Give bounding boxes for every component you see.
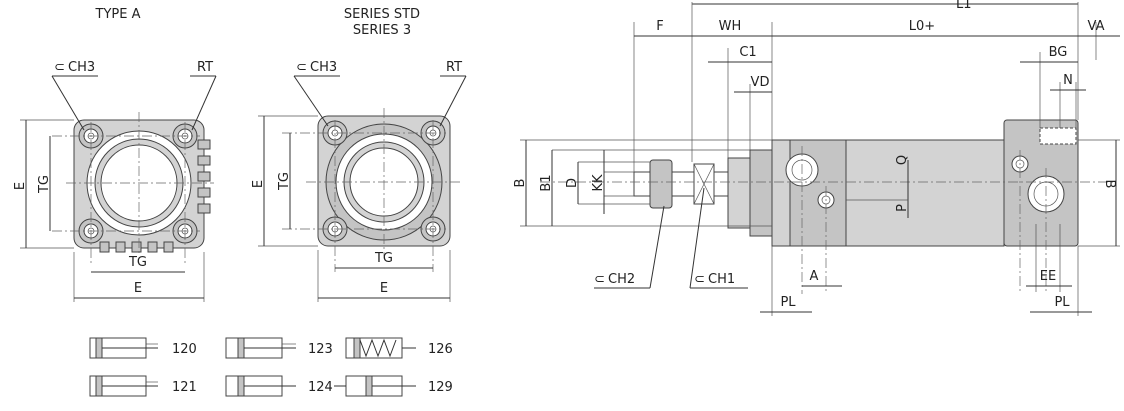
series-std-ch3-label: ⊂	[296, 60, 307, 75]
model-121-code: 121	[172, 380, 197, 395]
model-123-code: 123	[308, 342, 333, 357]
series-std-tg-vertical: TG	[277, 172, 292, 191]
dim-b1: B1	[539, 174, 554, 191]
model-126-code: 126	[428, 342, 453, 357]
dim-q: Q	[895, 155, 910, 165]
model-129-code: 129	[428, 380, 453, 395]
series-std-title: SERIES STD	[344, 7, 420, 22]
dim-b-right: B	[1102, 180, 1117, 189]
dim-d: D	[565, 178, 580, 188]
model-120-code: 120	[172, 342, 197, 357]
series-std-e-horizontal: E	[380, 281, 388, 296]
type-a-view: TYPE A	[13, 7, 217, 302]
dim-l1: L1	[956, 0, 972, 12]
rear-thread	[1039, 127, 1077, 145]
dim-va: VA	[1088, 19, 1105, 34]
dim-f: F	[656, 19, 663, 34]
type-a-fins	[99, 139, 211, 253]
dim-lo: L0+	[909, 19, 935, 34]
dim-n: N	[1063, 73, 1073, 88]
dim-pl-right: PL	[1054, 295, 1070, 310]
dim-ch2: CH2	[608, 272, 635, 287]
front-flange	[749, 149, 773, 237]
type-a-tg-vertical: TG	[37, 175, 52, 194]
model-120: 120	[89, 337, 197, 359]
dim-pl-left: PL	[780, 295, 796, 310]
dim-bg: BG	[1049, 45, 1068, 60]
series-std-e-vertical: E	[251, 180, 266, 188]
model-121: 121	[89, 375, 197, 397]
series-std-tg-horizontal: TG	[374, 251, 393, 266]
dim-ee: EE	[1040, 269, 1056, 284]
dim-p: P	[895, 204, 910, 212]
model-123: 123	[225, 337, 333, 359]
model-124-code: 124	[308, 380, 333, 395]
rod-nut	[649, 159, 673, 209]
type-a-ch3-text: CH3	[68, 60, 95, 75]
series-std-ch3-text: CH3	[310, 60, 337, 75]
type-a-tg-horizontal: TG	[128, 255, 147, 270]
model-129: 129	[334, 375, 453, 397]
dim-b-left: B	[513, 179, 528, 188]
model-124: 124	[225, 375, 333, 397]
nose	[727, 157, 751, 229]
type-a-rt-label: RT	[197, 60, 213, 75]
dim-wh: WH	[719, 19, 742, 34]
type-a-e-vertical: E	[13, 182, 28, 190]
series-std-rt-label: RT	[446, 60, 462, 75]
type-a-ch3-label: ⊂	[54, 60, 65, 75]
dim-c1: C1	[739, 45, 756, 60]
series-std-view: SERIES STD SERIES 3 ⊂ CH3 RT E TG	[251, 7, 467, 302]
ch2-symbol: ⊂	[594, 272, 605, 287]
series-3-title: SERIES 3	[353, 23, 411, 38]
dim-a: A	[810, 269, 819, 284]
dim-ch1: CH1	[708, 272, 735, 287]
ch1-symbol: ⊂	[694, 272, 705, 287]
dim-vd: VD	[751, 75, 770, 90]
dim-kk: KK	[591, 174, 606, 192]
side-view: L1 F WH L0+ VA C1 VD BG N B B1	[513, 0, 1120, 316]
type-a-e-horizontal: E	[134, 281, 142, 296]
model-symbols: 120 123 126 121 124	[89, 337, 453, 397]
type-a-title: TYPE A	[95, 7, 141, 22]
model-126: 126	[345, 337, 453, 359]
